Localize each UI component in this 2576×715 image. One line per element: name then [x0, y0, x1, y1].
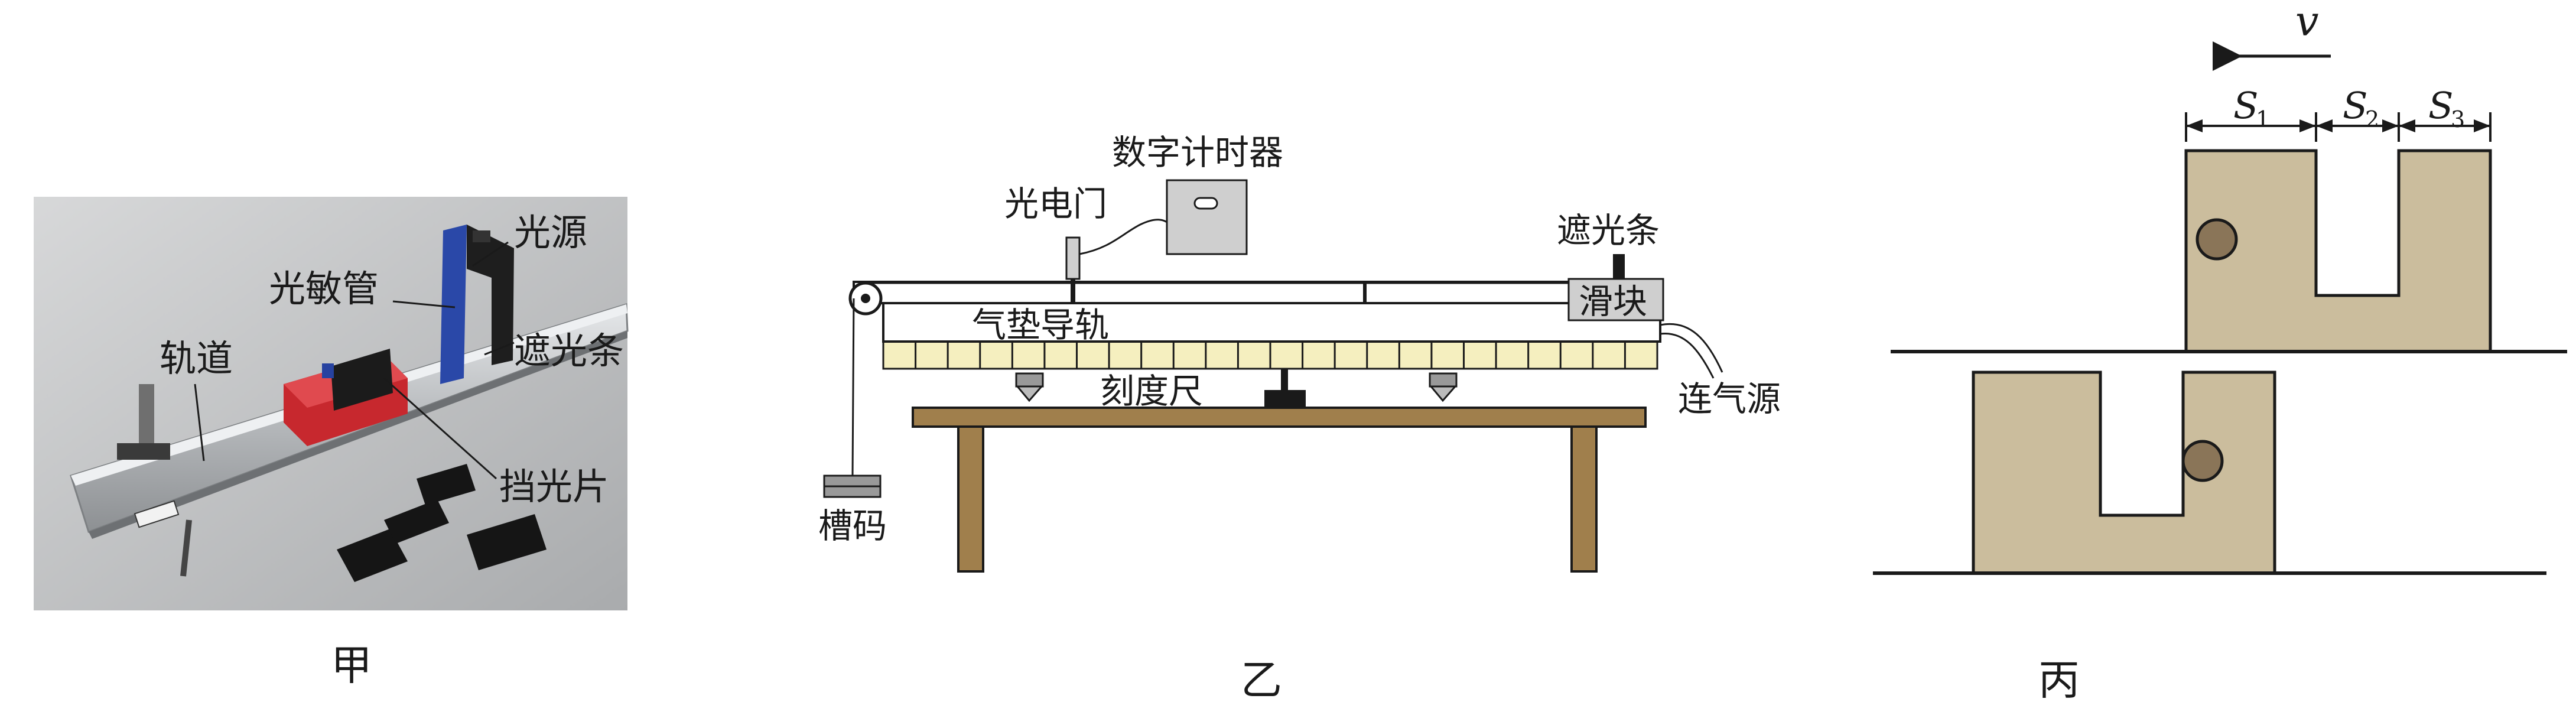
shading-pieces — [337, 464, 547, 582]
svg-text:3: 3 — [2451, 106, 2465, 132]
panel-jia: 光源 光敏管 遮光条 轨道 挡光片 甲 — [34, 197, 629, 690]
svg-text:1: 1 — [2256, 106, 2270, 132]
label-track: 轨道 — [160, 337, 233, 380]
label-hook-weight: 槽码 — [818, 506, 887, 546]
red-cart — [284, 349, 408, 446]
dimension-line — [2185, 112, 2492, 142]
svg-text:S: S — [2233, 84, 2258, 127]
photogate — [1065, 219, 1171, 303]
top-block — [2184, 149, 2492, 353]
scale-ruler — [882, 340, 1658, 370]
digital-timer — [1166, 179, 1248, 255]
leader-lines — [194, 241, 515, 480]
table — [912, 407, 1647, 573]
label-slider: 滑块 — [1579, 281, 1647, 321]
air-track — [853, 281, 1661, 343]
svg-text:2: 2 — [2365, 106, 2379, 132]
bottom-block — [1972, 370, 2276, 575]
top-ball — [2196, 218, 2238, 261]
label-s1: S 1 — [2233, 84, 2270, 132]
air-hose — [1660, 323, 1723, 373]
label-shading-bar: 遮光条 — [514, 329, 624, 372]
bottom-ball — [2181, 440, 2224, 482]
svg-text:S: S — [2428, 84, 2453, 127]
label-s3: S 3 — [2428, 84, 2465, 132]
caption-bing: 丙 — [2038, 656, 2080, 704]
panel-bing: v S 1 S 2 S 3 — [1873, 0, 2567, 704]
label-light-source: 光源 — [514, 211, 587, 254]
label-air-track: 气垫导轨 — [972, 305, 1109, 345]
label-s2: S 2 — [2343, 84, 2379, 132]
label-scale: 刻度尺 — [1100, 371, 1203, 411]
hook-weight — [823, 474, 882, 498]
svg-text:S: S — [2343, 84, 2367, 127]
slider — [1567, 254, 1664, 321]
label-air-source: 连气源 — [1678, 379, 1781, 419]
label-digital-timer: 数字计时器 — [1112, 132, 1283, 173]
panel-yi: 数字计时器 光电门 遮光条 滑块 气垫导轨 刻度尺 连气源 槽码 乙 — [818, 132, 1781, 704]
label-shading-bar: 遮光条 — [1557, 210, 1660, 251]
caption-jia: 甲 — [331, 641, 372, 690]
caption-yi: 乙 — [1241, 656, 1282, 704]
label-photogate: 光电门 — [1004, 184, 1107, 224]
pulley — [848, 281, 1572, 476]
label-photosensitive-tube: 光敏管 — [269, 267, 379, 310]
label-velocity: v — [2295, 0, 2319, 46]
left-stand — [117, 384, 170, 460]
track-supports — [1015, 369, 1458, 407]
label-shading-piece: 挡光片 — [499, 465, 609, 508]
photogate-stand — [440, 225, 514, 384]
